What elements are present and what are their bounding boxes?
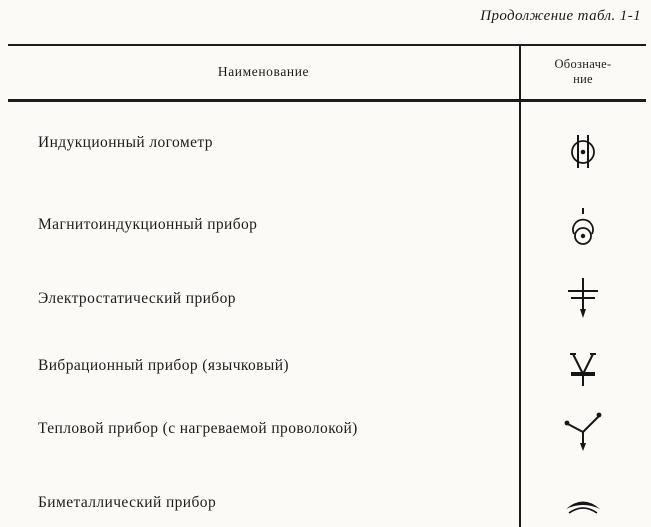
instrument-name: Тепловой прибор (с нагреваемой проволоко… [38, 420, 358, 437]
table-header-bottom-border [8, 99, 646, 102]
instrument-name: Биметаллический прибор [38, 494, 217, 511]
table-row: Тепловой прибор (с нагреваемой проволоко… [0, 406, 651, 468]
table-top-border [8, 44, 646, 46]
instrument-name: Индукционный логометр [38, 134, 213, 151]
column-header-symbol: Обозначе- ние [521, 57, 645, 87]
induction-logometer-symbol [521, 126, 645, 174]
table-row: Биметаллический прибор [0, 484, 651, 527]
instrument-name: Электростатический прибор [38, 290, 236, 307]
hot-wire-symbol [521, 406, 645, 454]
table-continuation-caption: Продолжение табл. 1-1 [480, 8, 641, 24]
instrument-name: Вибрационный прибор (язычковый) [38, 357, 289, 374]
table-row: Индукционный логометр [0, 126, 651, 196]
table-row: Электростатический прибор [0, 276, 651, 346]
table-column-divider [519, 44, 521, 527]
table-row: Вибрационный прибор (язычковый) [0, 344, 651, 408]
column-header-name: Наименование [217, 64, 310, 79]
column-header-symbol-line1: Обозначе- [554, 57, 612, 71]
instrument-name: Магнитоиндукционный прибор [38, 216, 258, 233]
bimetallic-symbol [521, 492, 645, 518]
column-header-symbol-line2: ние [573, 72, 593, 86]
table-row: Магнитоиндукционный прибор [0, 204, 651, 274]
magneto-induction-symbol [521, 204, 645, 252]
electrostatic-symbol [521, 276, 645, 324]
vibrating-reed-symbol [521, 344, 645, 392]
